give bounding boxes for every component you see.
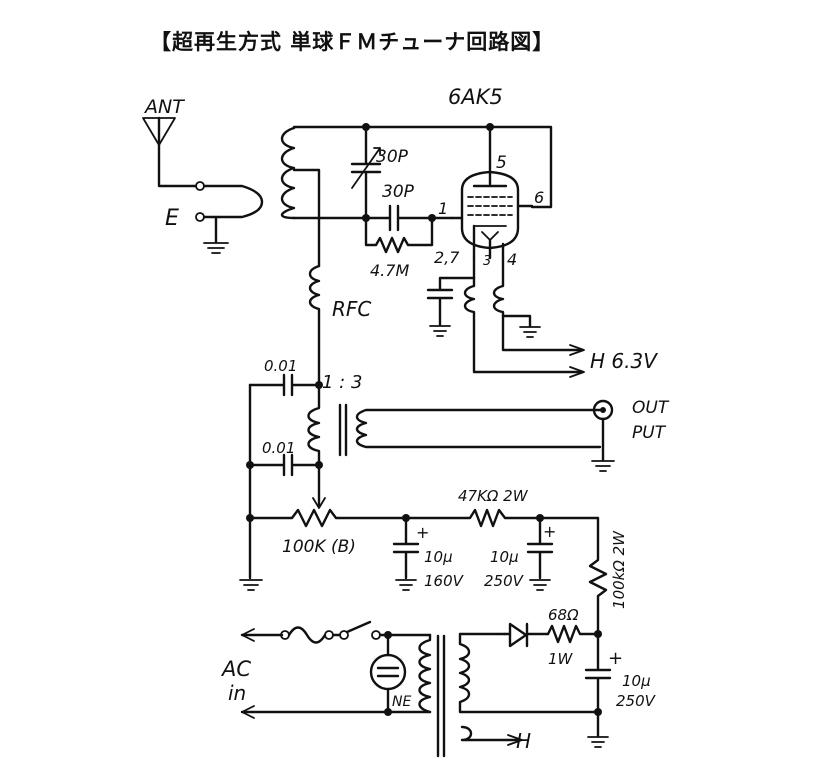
heater-arrows [569,344,585,378]
variable-capacitor [350,125,382,220]
resistor-68-label: 68Ω [548,606,579,624]
pin-3-label: 3 [483,254,491,269]
output-label: OUT [632,398,670,418]
ground-symbol-heater [519,326,541,338]
filter-capacitor-2 [526,516,554,591]
cathode-choke [426,256,584,374]
rf-choke [308,264,321,387]
bypass-cap-bottom-label: 0.01 [262,439,295,457]
tube-6ak5-symbol [450,125,534,260]
heater-ground-wire [501,314,532,328]
ac-input-lines [240,628,432,719]
audio-transformer [307,383,602,467]
filter-capacitor-1 [392,516,420,591]
output-label-2: PUT [632,423,667,443]
neon-lamp [369,633,407,714]
ground-symbol-input [203,242,229,254]
filter-capacitor-2-voltage: 250V [484,572,525,590]
junction-dot [594,708,602,716]
filter-capacitor-3-value: 10μ [622,672,651,690]
resistor-100k-label: 100kΩ 2W [610,530,628,609]
earth-label: E [165,206,179,231]
power-switch [331,620,432,640]
grid-capacitor [364,204,434,232]
heater-choke [492,256,584,352]
pin-6-label: 6 [534,188,544,207]
ground-symbol-left [239,579,263,591]
rectifier-diode [503,622,550,648]
resistor-47k-label: 47KΩ 2W [458,487,529,505]
pin-2-7-label: 2,7 [434,248,460,267]
input-terminals [195,181,264,244]
neon-lamp-label: NE [392,694,411,710]
pin-5-label: 5 [496,153,507,173]
resistor-47k [404,508,542,528]
ac-label: AC [220,657,251,681]
grid-leak-resistor-label: 4.7M [370,261,409,280]
tube-label: 6AK5 [448,85,503,109]
resistor-100k [538,516,608,636]
volume-potentiometer [248,463,408,528]
output-jack [591,399,615,472]
grid-leak-resistor [364,216,434,254]
bypass-capacitor-bottom [248,453,321,477]
filter-capacitor-3-voltage: 250V [616,692,657,710]
potentiometer-label: 100K (B) [282,537,356,557]
bypass-cap-top-label: 0.01 [264,357,297,375]
bypass-capacitor-top [248,373,321,397]
filter-capacitor-3 [584,632,612,748]
ac-in-label: in [228,681,246,705]
resistor-68-wattage: 1W [548,650,574,668]
filter-capacitor-2-value: 10μ [490,548,519,566]
power-transformer [418,632,600,758]
pin-4-label: 4 [507,250,517,269]
fuse [280,626,334,644]
h-output-label: H [516,729,531,753]
h-output-arrow [507,734,523,746]
junction-dot [246,461,254,469]
resistor-68 [546,624,600,644]
filter-capacitor-3-plus: + [608,648,623,669]
grid-capacitor-label: 30P [382,182,415,202]
filter-capacitor-1-voltage: 160V [424,572,465,590]
diagram-title: 【超再生方式 単球ＦＭチューナ回路図】 [150,30,555,54]
filter-capacitor-2-plus: + [543,522,556,541]
rfc-label: RFC [332,297,371,321]
transformer-ratio-label: 1 : 3 [322,372,362,393]
heater-label: H 6.3V [590,349,658,373]
tuning-coil [280,125,553,268]
pin-1-label: 1 [438,199,448,218]
filter-capacitor-1-value: 10μ [424,548,453,566]
antenna-symbol [142,116,198,188]
ant-label: ANT [143,96,185,118]
filter-capacitor-1-plus: + [416,523,429,542]
variable-capacitor-label: 30P [376,147,409,167]
